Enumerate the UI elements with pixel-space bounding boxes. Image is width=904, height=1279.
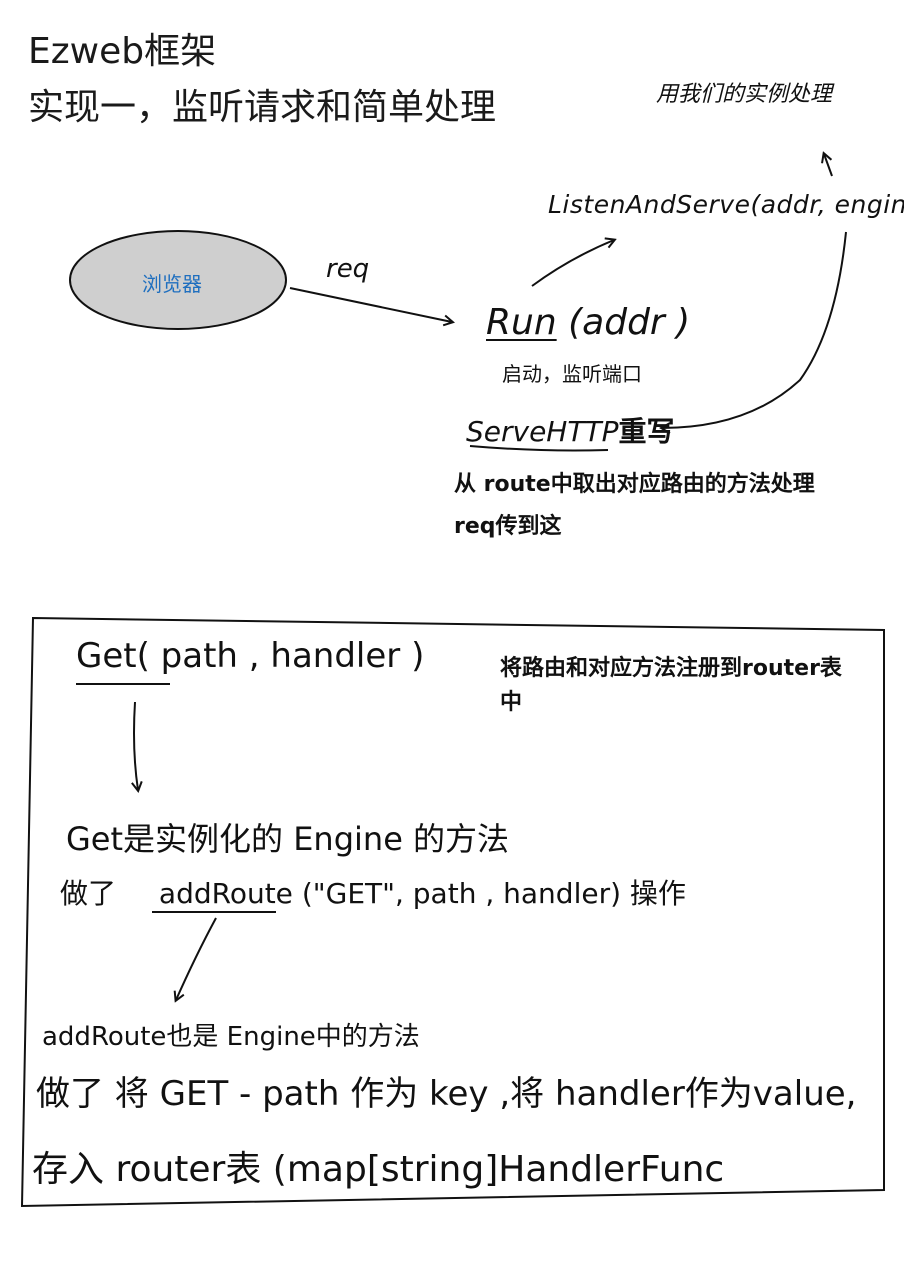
listen-to-servehttp-arrow [662, 231, 847, 428]
run-args: (addr ) [568, 302, 691, 343]
run-note: 启动，监听端口 [502, 362, 642, 386]
servehttp-note-line2: req传到这 [454, 514, 562, 539]
store-line: 存入 router表 (map[string]HandlerFunc [32, 1149, 725, 1190]
content-box [20, 616, 885, 1208]
do-prefix: 做了 [60, 877, 117, 910]
browser-ellipse [69, 230, 287, 330]
servehttp-heading: ServeHTTP重写 [466, 410, 674, 450]
title-line2: 实现一，监听请求和简单处理 [28, 87, 497, 128]
register-note-line1: 将路由和对应方法注册到router表 [500, 656, 842, 681]
key-line: 做了 将 GET - path 作为 key ,将 handler作为value… [36, 1074, 857, 1114]
req-arrow [289, 287, 452, 322]
instance-up-arrow [824, 154, 833, 177]
servehttp-suffix: 重写 [618, 415, 675, 448]
get-func: Get [76, 636, 137, 676]
servehttp-underline [469, 445, 609, 452]
servehttp-label: ServeHTTP [466, 415, 619, 448]
addroute-func: addRoute [158, 877, 293, 910]
get-down-arrow [134, 701, 138, 790]
instance-note: 用我们的实例处理 [656, 82, 833, 107]
addroute-down-arrow [176, 917, 217, 1000]
addroute-args: ("GET", path , handler) 操作 [301, 877, 686, 910]
browser-label: 浏览器 [142, 272, 202, 296]
register-note-line2: 中 [500, 690, 523, 715]
run-call: Run (addr ) [486, 302, 690, 343]
run-func: Run [486, 302, 557, 343]
run-to-listen-arrow [531, 240, 614, 287]
listen-call: ListenAndServe(addr, engine) [548, 190, 904, 219]
title-line1: Ezweb框架 [28, 31, 217, 72]
servehttp-note-line1: 从 route中取出对应路由的方法处理 [454, 472, 815, 497]
get-desc: Get是实例化的 Engine 的方法 [66, 820, 510, 858]
get-args: ( path , handler ) [136, 636, 425, 676]
addroute-call-line: 做了 addRoute ("GET", path , handler) 操作 [60, 872, 686, 912]
get-call: Get( path , handler ) [76, 636, 424, 676]
addroute-desc: addRoute也是 Engine中的方法 [42, 1022, 420, 1052]
req-label: req [326, 254, 370, 284]
